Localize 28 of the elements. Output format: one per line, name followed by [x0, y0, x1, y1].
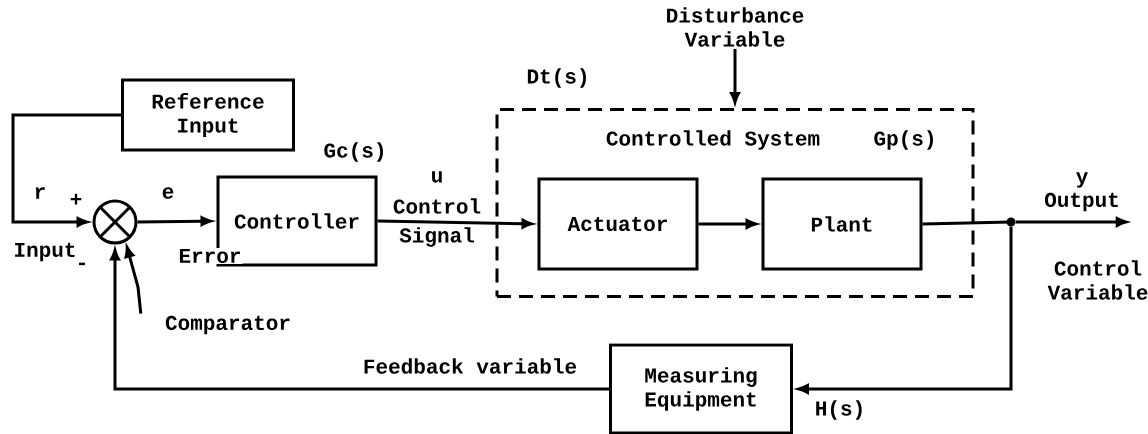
box-title: Controlled System [606, 130, 820, 150]
process-box: Actuator [537, 177, 699, 271]
summing-junction [92, 199, 138, 245]
edge-label: y [1074, 171, 1090, 189]
edge-label: e [160, 186, 176, 200]
arrow [1015, 217, 1128, 227]
transfer-function-label: Gc(s) [324, 142, 383, 162]
edge-label: Feedback variable [361, 357, 579, 375]
transfer-function-label: Dt(s) [527, 68, 586, 88]
process-box: Reference Input [121, 78, 295, 152]
signal-label: Control Variable [1047, 260, 1148, 300]
transfer-function-label: H(s) [816, 400, 862, 420]
signal-label: + [68, 192, 84, 208]
signal-label: Error [177, 248, 243, 264]
signal-label: Disturbance Variable [667, 7, 804, 47]
edge-label: u [429, 170, 445, 184]
system-boundary-box [495, 108, 975, 298]
signal-label: Control [391, 197, 483, 215]
signal-label: Input [12, 241, 78, 263]
signal-label: Comparator [165, 315, 290, 335]
signal-label: r [32, 186, 48, 200]
signal-label: - [74, 261, 90, 271]
process-box: Plant [761, 177, 923, 271]
signal-label: Signal [398, 226, 476, 248]
transfer-function-label: Gp(s) [874, 130, 933, 150]
arrow [11, 113, 121, 227]
signal-label: Output [1044, 192, 1118, 212]
process-box: Measuring Equipment [609, 343, 793, 434]
